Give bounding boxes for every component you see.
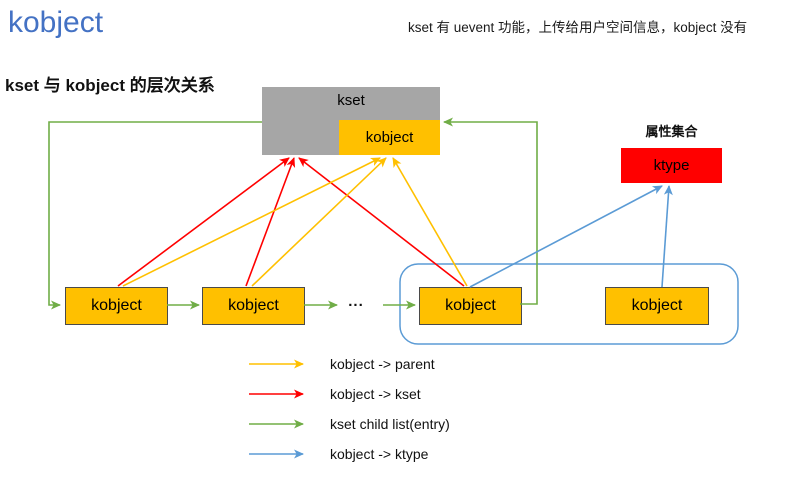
arrow-kobject1-to-parent	[122, 157, 381, 287]
kobject-node-2: kobject	[202, 287, 305, 325]
legend-label-parent: kobject -> parent	[330, 356, 435, 372]
kobject-node-1: kobject	[65, 287, 168, 325]
list-ellipsis: ...	[348, 293, 364, 310]
kobject-node-4: kobject	[605, 287, 709, 325]
ktype-box-label: ktype	[653, 157, 690, 174]
parent-arrows	[122, 157, 468, 287]
arrow-kobject3-to-ktype	[469, 185, 663, 288]
arrow-kobject1-to-kset	[117, 157, 290, 287]
arrow-kobject3-to-kset	[298, 157, 465, 287]
legend-arrows	[249, 359, 304, 459]
kset-embedded-kobject-box: kobject	[339, 120, 440, 155]
arrow-kobject2-to-parent	[251, 157, 387, 287]
arrow-kobject3-back-to-kset	[443, 117, 538, 305]
legend-label-child-list: kset child list(entry)	[330, 416, 450, 432]
kobject-node-4-label: kobject	[631, 297, 683, 314]
page-title: kobject	[8, 6, 104, 39]
ktype-arrows	[469, 185, 673, 288]
arrow-kset-to-kobject1	[48, 121, 262, 310]
ktype-caption: 属性集合	[645, 124, 698, 139]
kset-embedded-kobject-label: kobject	[365, 129, 414, 146]
header-note: kset 有 uevent 功能，上传给用户空间信息，kobject 没有	[408, 20, 748, 35]
legend-label-ktype: kobject -> ktype	[330, 446, 429, 462]
legend-label-kset: kobject -> kset	[330, 386, 421, 402]
kobject-node-1-label: kobject	[91, 297, 142, 314]
arrow-kobject3-to-parent	[392, 157, 468, 287]
kset-arrows	[117, 157, 465, 287]
kobject-node-2-label: kobject	[228, 297, 279, 314]
diagram-subtitle: kset 与 kobject 的层次关系	[5, 76, 215, 95]
kobject-node-3-label: kobject	[445, 297, 496, 314]
kset-box-label: kset	[337, 92, 365, 109]
ktype-box: ktype	[621, 148, 722, 183]
arrow-kobject4-to-ktype	[661, 185, 673, 288]
kobject-node-3: kobject	[419, 287, 522, 325]
arrow-kobject2-to-kset	[245, 157, 296, 287]
